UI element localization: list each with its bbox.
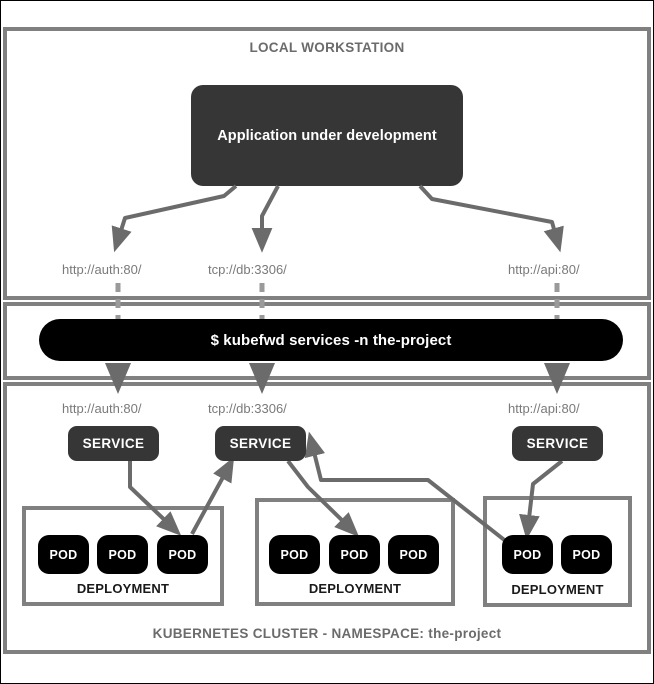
deployment-1-label: DEPLOYMENT — [76, 581, 170, 596]
pod-1-2[interactable]: POD — [97, 535, 148, 574]
pod-label: POD — [340, 547, 369, 562]
pod-label: POD — [513, 547, 542, 562]
workstation-endpoint-db: tcp://db:3306/ — [208, 262, 287, 277]
service-api-box[interactable]: SERVICE — [512, 426, 603, 461]
pod-label: POD — [49, 547, 78, 562]
workstation-endpoint-auth: http://auth:80/ — [62, 262, 142, 277]
service-db-label: SERVICE — [229, 436, 292, 451]
kubefwd-command-bar[interactable]: $ kubefwd services -n the-project — [39, 319, 623, 361]
workstation-endpoint-api: http://api:80/ — [508, 262, 580, 277]
deployment-3-label: DEPLOYMENT — [511, 582, 604, 597]
kubernetes-cluster-title: KUBERNETES CLUSTER - NAMESPACE: the-proj… — [152, 626, 502, 641]
cluster-endpoint-api: http://api:80/ — [508, 401, 580, 416]
service-db-box[interactable]: SERVICE — [215, 426, 306, 461]
pod-2-3[interactable]: POD — [388, 535, 439, 574]
service-auth-box[interactable]: SERVICE — [68, 426, 159, 461]
pod-label: POD — [280, 547, 309, 562]
pod-label: POD — [572, 547, 601, 562]
pod-3-1[interactable]: POD — [502, 535, 553, 574]
pod-label: POD — [168, 547, 197, 562]
cluster-endpoint-auth: http://auth:80/ — [62, 401, 142, 416]
pod-label: POD — [399, 547, 428, 562]
service-auth-label: SERVICE — [82, 436, 145, 451]
pod-2-1[interactable]: POD — [269, 535, 320, 574]
local-workstation-panel: LOCAL WORKSTATION — [3, 27, 651, 300]
application-under-development-box[interactable]: Application under development — [191, 85, 463, 186]
kubefwd-command-text: $ kubefwd services -n the-project — [210, 331, 452, 349]
pod-3-2[interactable]: POD — [561, 535, 612, 574]
service-api-label: SERVICE — [526, 436, 589, 451]
pod-2-2[interactable]: POD — [329, 535, 380, 574]
cluster-endpoint-db: tcp://db:3306/ — [208, 401, 287, 416]
pod-1-1[interactable]: POD — [38, 535, 89, 574]
application-label: Application under development — [217, 127, 437, 144]
local-workstation-title: LOCAL WORKSTATION — [249, 40, 405, 55]
deployment-2-label: DEPLOYMENT — [308, 581, 402, 596]
pod-1-3[interactable]: POD — [157, 535, 208, 574]
pod-label: POD — [108, 547, 137, 562]
